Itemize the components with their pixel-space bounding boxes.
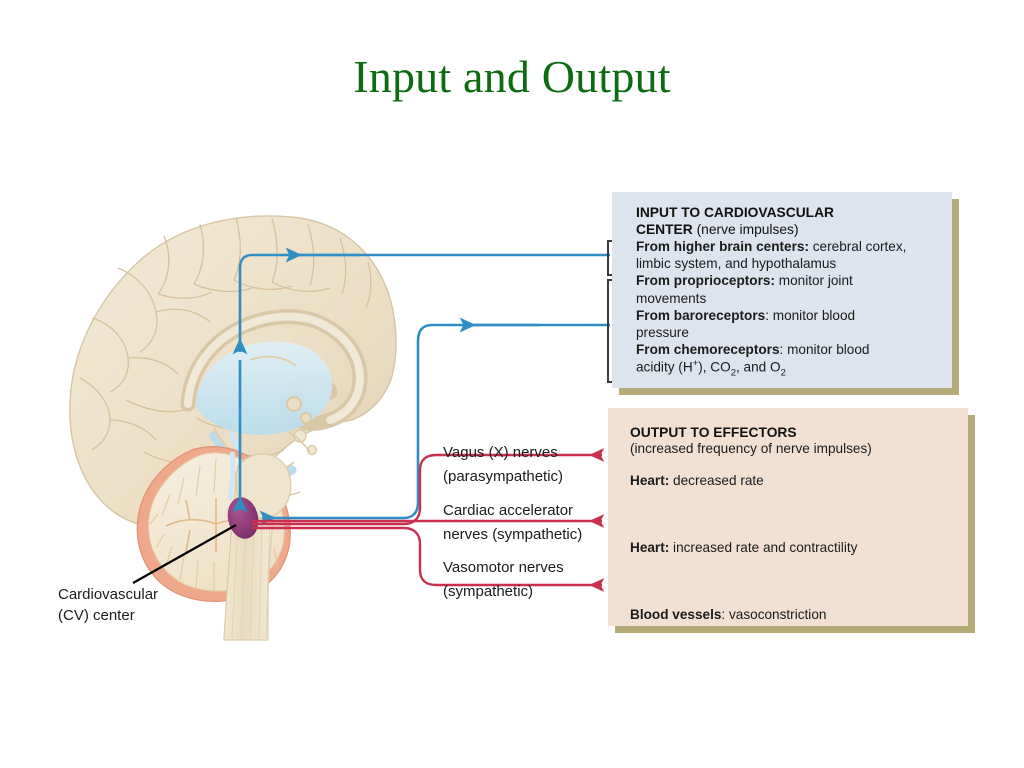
input-to-cardiovascular-center-box: INPUT TO CARDIOVASCULAR CENTER (nerve im…: [612, 192, 959, 395]
output-item-2-bold: Blood vessels: [630, 607, 722, 623]
input-item-3-subscript-2: 2: [780, 367, 786, 379]
input-box-heading-line1: INPUT TO CARDIOVASCULAR: [636, 205, 835, 220]
input-item-3-rest: : monitor blood: [779, 341, 870, 357]
output-spacer-1: [630, 458, 958, 472]
input-item-2-bold: From baroreceptors: [636, 307, 766, 323]
efferent-pathways: [252, 448, 605, 592]
afferent-pathways: [232, 247, 610, 526]
label-vagus-line1: Vagus (X) nerves: [443, 444, 558, 461]
input-item-2-line2: pressure: [636, 324, 689, 340]
input-item-3-prefix: acidity (H: [636, 359, 693, 375]
input-item-3-mid: ), CO: [698, 359, 731, 375]
cranial-nerve-knobs: [287, 429, 318, 456]
output-item-1: Heart: increased rate and contractility: [630, 539, 958, 556]
input-box-panel: INPUT TO CARDIOVASCULAR CENTER (nerve im…: [612, 192, 952, 388]
cv-center-leader-line: [132, 524, 237, 584]
input-item-3-line1: From chemoreceptors: monitor blood: [636, 341, 942, 358]
input-item-3-line2: acidity (H+), CO2, and O2: [636, 358, 942, 379]
label-vagus-nerves: Vagus (X) nerves (parasympathetic): [443, 441, 563, 490]
label-cardiac-line2: nerves (sympathetic): [443, 526, 583, 544]
input-item-0-line2: limbic system, and hypothalamus: [636, 256, 837, 272]
input-item-0-rest: cerebral cortex,: [808, 239, 907, 255]
output-item-1-rest: increased rate and contractility: [669, 540, 858, 556]
output-box-subheading: (increased frequency of nerve impulses): [630, 441, 872, 457]
output-item-2: Blood vessels: vasoconstriction: [630, 606, 958, 623]
input-item-0-line1: From higher brain centers: cerebral cort…: [636, 238, 942, 255]
output-box-heading: OUTPUT TO EFFECTORS: [630, 425, 797, 440]
label-cardiac-accelerator-nerves: Cardiac accelerator nerves (sympathetic): [443, 499, 582, 548]
output-item-0-rest: decreased rate: [669, 472, 764, 488]
cv-center-label-line2: (CV) center: [58, 606, 135, 624]
input-item-1-line1: From proprioceptors: monitor joint: [636, 272, 942, 289]
input-item-2-rest: : monitor blood: [765, 307, 856, 323]
output-item-2-rest: : vasoconstriction: [721, 607, 827, 623]
input-box-heading-note: (nerve impulses): [692, 222, 799, 238]
input-item-3-subscript: 2: [730, 367, 736, 379]
input-item-2-line1: From baroreceptors: monitor blood: [636, 307, 942, 324]
label-vasomotor-line1: Vasomotor nerves: [443, 559, 564, 576]
input-item-1-bold: From proprioceptors:: [636, 273, 775, 289]
output-spacer-3: [630, 556, 958, 606]
cv-center-label-line1: Cardiovascular: [58, 586, 159, 603]
input-item-0-bold: From higher brain centers:: [636, 239, 809, 255]
input-item-3-bold: From chemoreceptors: [636, 341, 780, 357]
output-item-1-bold: Heart:: [630, 540, 670, 556]
output-to-effectors-box: OUTPUT TO EFFECTORS (increased frequency…: [608, 408, 975, 633]
label-vagus-line2: (parasympathetic): [443, 468, 564, 486]
input-box-heading-center: CENTER: [636, 222, 693, 238]
cv-center-label: Cardiovascular (CV) center: [58, 585, 158, 626]
label-cardiac-line1: Cardiac accelerator: [443, 502, 574, 519]
output-item-0: Heart: decreased rate: [630, 472, 958, 489]
label-vasomotor-line2: (sympathetic): [443, 583, 534, 601]
input-box-heading-line2: CENTER (nerve impulses): [636, 221, 942, 238]
output-item-0-bold: Heart:: [630, 472, 670, 488]
input-item-3-superscript: +: [692, 358, 699, 370]
input-item-1-line2: movements: [636, 290, 707, 306]
output-box-panel: OUTPUT TO EFFECTORS (increased frequency…: [608, 408, 968, 626]
label-vasomotor-nerves: Vasomotor nerves (sympathetic): [443, 556, 564, 605]
page-title: Input and Output: [353, 51, 671, 102]
output-spacer-2: [630, 489, 958, 539]
input-item-1-rest: monitor joint: [774, 273, 853, 289]
input-item-3-suffix: , and O: [736, 359, 781, 375]
